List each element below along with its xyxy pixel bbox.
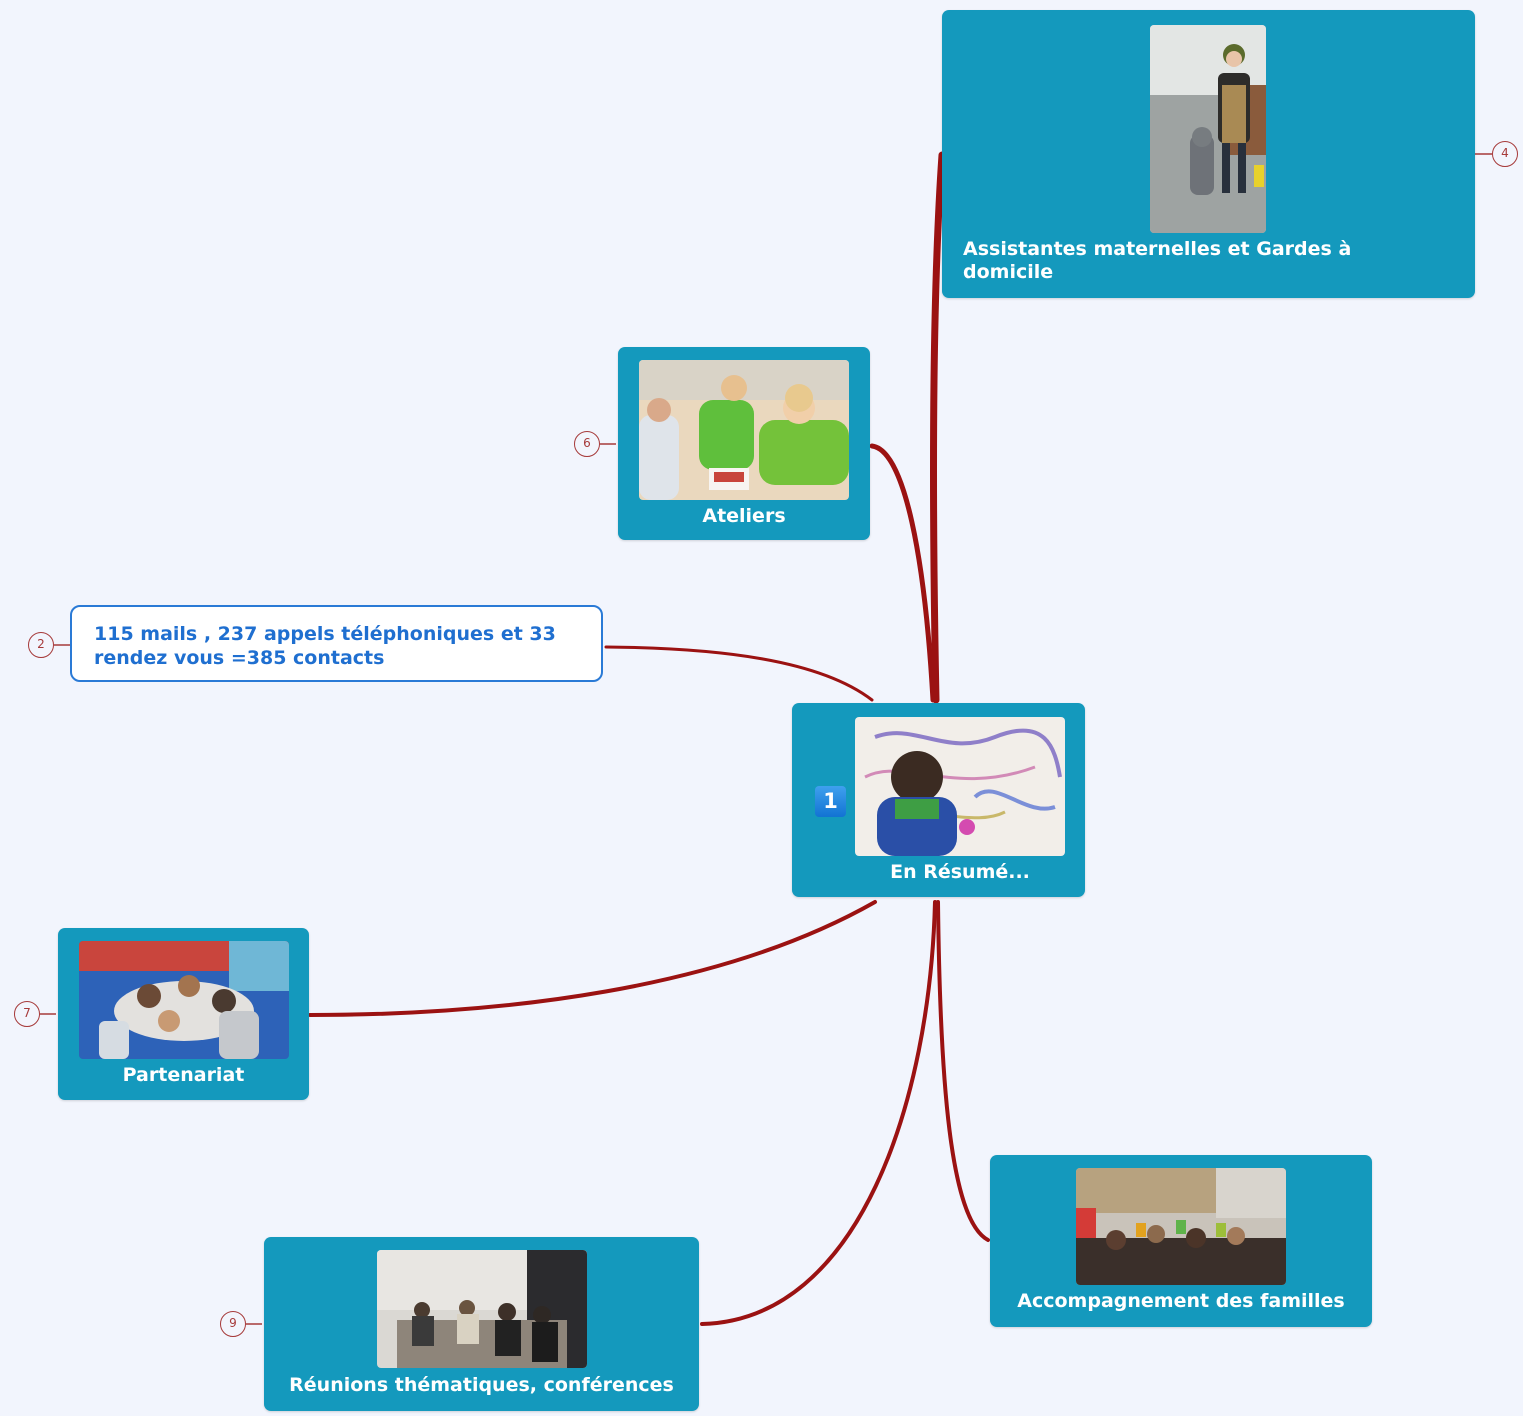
marker-partenariat-icon[interactable]: 7 <box>14 1001 40 1027</box>
connector-accompagnement <box>936 900 990 1242</box>
connector-reunions <box>700 900 937 1326</box>
topic-accompagnement[interactable]: Accompagnement des familles <box>990 1155 1372 1327</box>
topic-contacts[interactable]: 115 mails , 237 appels téléphoniques et … <box>70 605 603 682</box>
priority-1-icon: 1 <box>815 786 846 817</box>
accompagnement-label: Accompagnement des familles <box>1017 1290 1345 1312</box>
marker-contacts-icon[interactable]: 2 <box>28 632 54 658</box>
assistantes-label: Assistantes maternelles et Gardes à domi… <box>963 238 1352 283</box>
connector-partenariat <box>308 900 877 1017</box>
partenariat-label: Partenariat <box>122 1064 245 1086</box>
marker-assistantes-icon[interactable]: 4 <box>1492 141 1518 167</box>
topic-ateliers[interactable]: Ateliers <box>618 347 870 540</box>
ateliers-label: Ateliers <box>702 505 786 527</box>
topic-partenariat[interactable]: Partenariat <box>58 928 309 1100</box>
accompagnement-photo <box>1076 1168 1286 1285</box>
central-label: En Résumé... <box>890 861 1030 883</box>
topic-assistantes[interactable]: Assistantes maternelles et Gardes à domi… <box>942 10 1475 298</box>
contacts-label: 115 mails , 237 appels téléphoniques et … <box>94 623 556 669</box>
connector-contacts <box>604 645 874 702</box>
central-photo <box>855 717 1065 856</box>
reunions-label: Réunions thématiques, conférences <box>289 1374 674 1396</box>
connector-ateliers <box>869 443 936 703</box>
reunions-photo <box>377 1250 587 1368</box>
partenariat-photo <box>79 941 289 1059</box>
marker-ateliers-icon[interactable]: 6 <box>574 431 600 457</box>
assistantes-photo <box>1150 25 1266 233</box>
connector-assistantes <box>930 151 946 704</box>
ateliers-photo <box>639 360 849 500</box>
topic-reunions[interactable]: Réunions thématiques, conférences <box>264 1237 699 1411</box>
marker-reunions-icon[interactable]: 9 <box>220 1311 246 1337</box>
